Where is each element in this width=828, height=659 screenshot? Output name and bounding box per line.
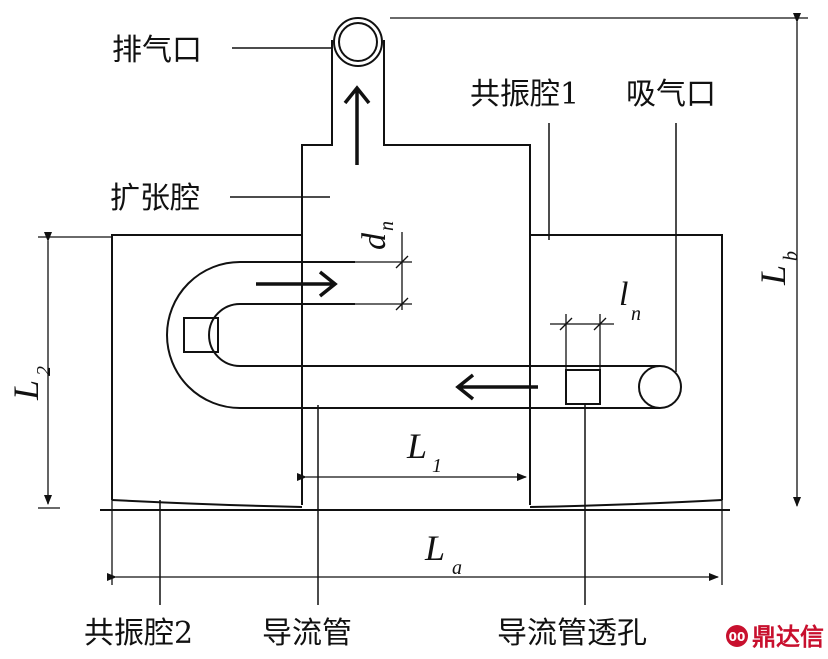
guide-tube xyxy=(166,261,660,409)
intake-port-circle xyxy=(638,365,682,409)
dim-label-la: L a xyxy=(424,528,462,579)
svg-text:00: 00 xyxy=(729,630,746,644)
svg-text:L: L xyxy=(6,380,46,401)
label-expansion-chamber: 扩张腔 xyxy=(110,181,200,216)
watermark-logo-icon xyxy=(726,625,748,647)
svg-text:d: d xyxy=(356,232,393,250)
base-curve-right xyxy=(529,499,723,508)
svg-text:a: a xyxy=(452,557,462,579)
svg-text:l: l xyxy=(619,276,628,313)
svg-text:1: 1 xyxy=(432,455,442,477)
svg-text:b: b xyxy=(780,251,802,261)
label-intake-port: 吸气口 xyxy=(626,77,716,112)
resonator-1-body xyxy=(530,234,723,500)
dim-label-l2: L 2 xyxy=(6,366,55,401)
expansion-chamber-wall xyxy=(301,40,531,505)
watermark-text: 鼎达信 xyxy=(752,623,824,651)
resonator-2-body xyxy=(111,234,302,500)
label-guide-tube: 导流管 xyxy=(262,616,352,651)
dim-label-ln: l n xyxy=(619,276,641,325)
tube-hole-left xyxy=(183,317,219,353)
dim-label-dn: d n xyxy=(356,221,398,250)
svg-text:n: n xyxy=(631,303,641,325)
dim-label-l1: L 1 xyxy=(406,426,442,477)
svg-text:L: L xyxy=(424,528,445,568)
exhaust-flow-arrow xyxy=(343,85,371,165)
tube-flow-arrow-right xyxy=(256,270,338,298)
svg-text:n: n xyxy=(376,221,398,231)
tube-hole-right xyxy=(565,369,601,405)
watermark: 00 鼎达信 xyxy=(726,623,824,651)
svg-text:L: L xyxy=(406,426,427,466)
label-resonator-1: 共振腔1 xyxy=(470,77,579,112)
exhaust-port-circle xyxy=(333,17,383,67)
svg-text:2: 2 xyxy=(33,366,55,376)
dim-label-lb: L b xyxy=(753,251,802,286)
tube-flow-arrow-left xyxy=(455,373,538,401)
label-guide-tube-hole: 导流管透孔 xyxy=(497,616,647,651)
label-resonator-2: 共振腔2 xyxy=(84,616,193,651)
base-curve-left xyxy=(111,499,303,508)
svg-text:L: L xyxy=(753,265,793,286)
label-exhaust-port: 排气口 xyxy=(112,33,202,68)
